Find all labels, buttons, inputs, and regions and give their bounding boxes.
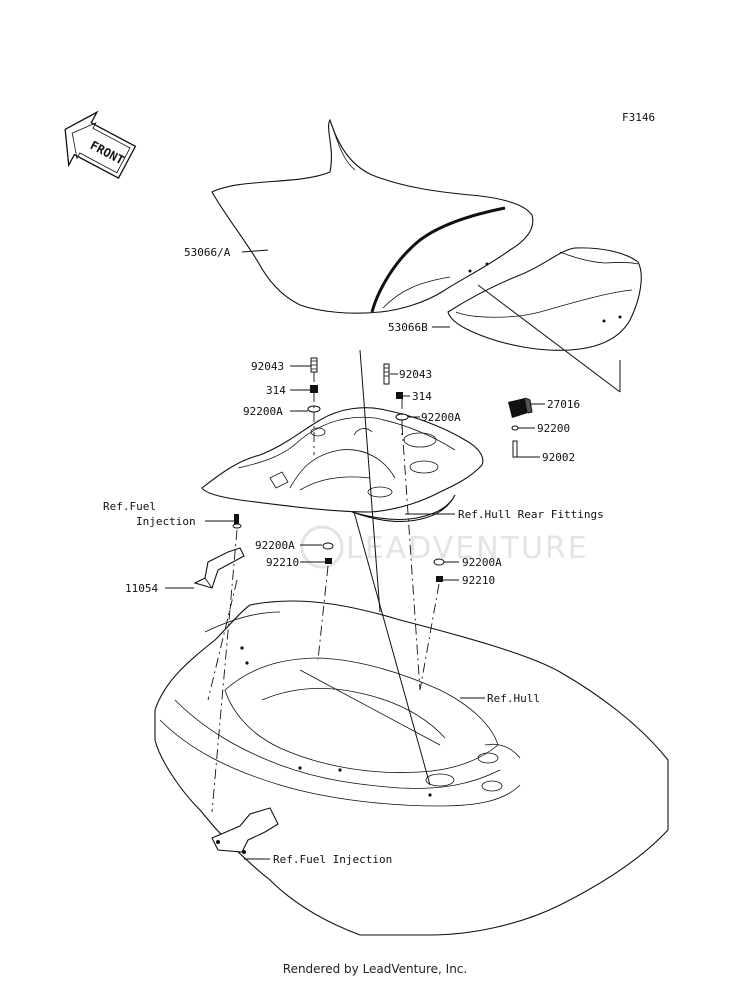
washer-92200a-mid-left [322,542,334,550]
label-nut-mid-left: 92210 [266,556,299,569]
figure-code: F3146 [622,111,655,124]
label-washer-mid-left: 92200A [255,539,295,552]
watermark-text: LEADVENTURE [346,531,589,566]
bolt-92043-right [383,363,390,385]
washer-92200a-mid-right [433,558,445,566]
nut-92210-mid-right [436,576,443,582]
rear-seat [447,247,642,393]
front-arrow-icon: FRONT [64,110,137,179]
label-bracket-11054: 11054 [125,582,158,595]
label-bolt-right: 92043 [399,368,432,381]
spacer-314-left [310,385,318,393]
seat-base [201,407,484,522]
label-bolt-left: 92043 [251,360,284,373]
label-washer-left-top: 92200A [243,405,283,418]
label-seat-front: 53066/A [184,246,231,259]
credit-text: Rendered by LeadVenture, Inc. [282,962,468,976]
fuel-injection-bracket-bottom [211,807,279,854]
label-bolt-92002: 92002 [542,451,575,464]
label-washer-92200: 92200 [537,422,570,435]
label-ref-hull-rear: Ref.Hull Rear Fittings [458,508,604,521]
nut-92210-mid-left [325,558,332,564]
label-washer-mid-right: 92200A [462,556,502,569]
label-seat-rear: 53066B [388,321,428,334]
label-bracket-27016: 27016 [547,398,580,411]
front-seat [211,118,534,314]
spacer-314-right [396,392,403,399]
label-ref-fuel-bottom: Ref.Fuel Injection [273,853,392,866]
label-ref-fuel-2: Injection [136,515,196,528]
bolt-92043-left [310,357,318,373]
label-nut-mid-right: 92210 [462,574,495,587]
bracket-27016 [508,397,533,458]
label-spacer-left: 314 [266,384,286,397]
label-ref-hull: Ref.Hull [487,692,540,705]
bracket-11054 [193,514,245,589]
label-ref-fuel-1: Ref.Fuel [103,500,156,513]
label-spacer-right: 314 [412,390,432,403]
hull [154,600,669,936]
watermark-logo: LEADVENTURE [300,525,589,569]
label-washer-right-top: 92200A [421,411,461,424]
